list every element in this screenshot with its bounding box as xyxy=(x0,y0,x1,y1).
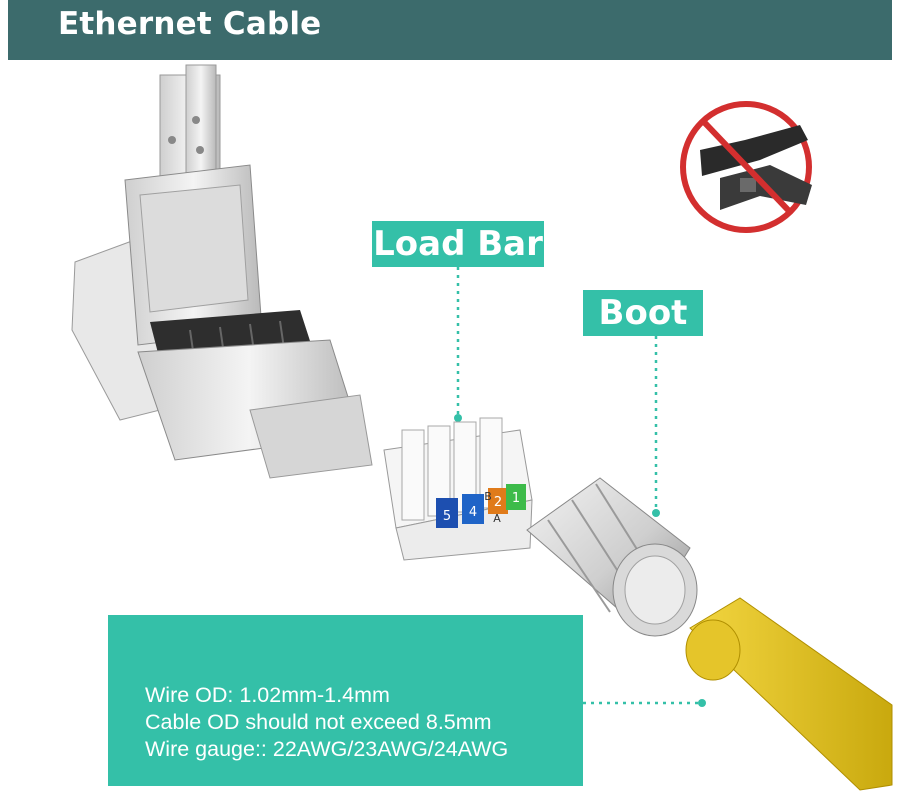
load-bar-number-4: 4 xyxy=(469,505,477,520)
spec-wire-od: Wire OD: 1.02mm-1.4mm xyxy=(145,683,390,707)
spec-wire-gauge: Wire gauge:: 22AWG/23AWG/24AWG xyxy=(145,737,509,761)
rj45-connector-image xyxy=(71,64,373,479)
boot-image xyxy=(526,477,698,637)
load-bar-letter-a: A xyxy=(493,512,501,525)
no-crimp-tool-icon xyxy=(680,101,812,233)
load-bar-number-2: 2 xyxy=(494,495,502,510)
spec-panel: Wire OD: 1.02mm-1.4mm Cable OD should no… xyxy=(108,615,583,786)
load-bar-label: Load Bar xyxy=(372,221,544,267)
cable-image xyxy=(685,597,893,791)
load-bar-number-5: 5 xyxy=(443,509,451,524)
load-bar-letter-b: B xyxy=(484,490,492,503)
spec-cable-od: Cable OD should not exceed 8.5mm xyxy=(145,710,492,734)
page-title: Ethernet Cable xyxy=(58,6,322,42)
load-bar-image: 5 4 B 2 1 A xyxy=(383,417,533,561)
boot-label: Boot xyxy=(583,290,703,336)
header-bar: Ethernet Cable xyxy=(8,0,892,60)
leader-lines xyxy=(456,267,700,705)
load-bar-number-1: 1 xyxy=(512,491,520,506)
